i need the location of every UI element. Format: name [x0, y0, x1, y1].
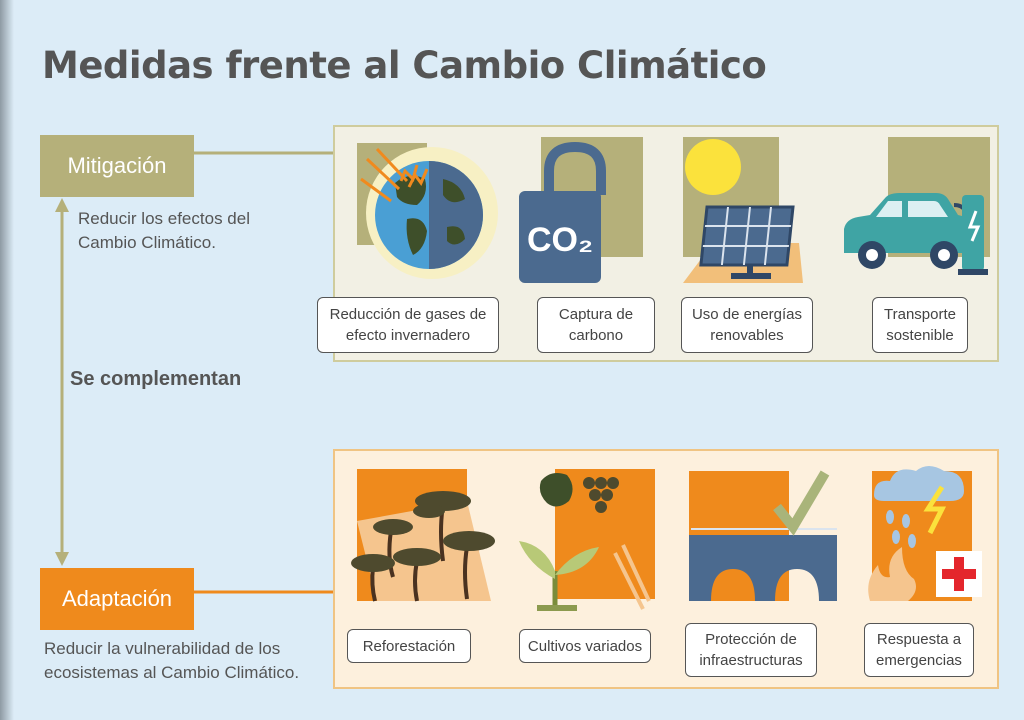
mitigation-box: Mitigación — [40, 135, 194, 197]
trees-icon — [351, 469, 495, 602]
co2-bag-icon: CO₂ — [519, 137, 643, 283]
mitigation-label: Mitigación — [67, 153, 167, 178]
adaptation-description: Reducir la vulnerabilidad de los ecosist… — [44, 639, 300, 682]
adaptation-item-infrastructure: Protección de infraestructuras — [677, 461, 837, 677]
label-carbon: Captura de carbono — [537, 297, 655, 353]
mitigation-item-renewables: Uso de energías renovables — [677, 135, 827, 353]
mitigation-description: Reducir los efectos del Cambio Climático… — [78, 209, 250, 252]
mitigation-item-carbon: CO₂ Captura de carbono — [515, 135, 665, 353]
left-edge-shadow — [0, 0, 14, 720]
solar-panel-icon — [683, 137, 803, 283]
label-transport: Transporte sostenible — [872, 297, 968, 353]
adaptation-label: Adaptación — [61, 586, 173, 611]
label-infrastructure: Protección de infraestructuras — [685, 623, 817, 677]
label-crops: Cultivos variados — [519, 629, 651, 663]
adaptation-box: Adaptación — [40, 568, 194, 630]
adaptation-item-emergency: Respuesta a emergencias — [850, 461, 1000, 677]
label-emergency: Respuesta a emergencias — [864, 623, 974, 677]
adaptation-item-reforestation: Reforestación — [347, 461, 507, 675]
complement-label: Se complementan — [70, 368, 242, 390]
label-reforestation: Reforestación — [347, 629, 471, 663]
globe-greenhouse-icon — [357, 143, 498, 279]
adaptation-panel: Reforestación Cultivos variados — [333, 449, 999, 689]
mitigation-item-transport: Transporte sostenible — [840, 135, 995, 353]
bridge-check-icon — [689, 470, 837, 601]
crops-icon — [519, 469, 655, 611]
label-renewables: Uso de energías renovables — [681, 297, 813, 353]
page-title: Medidas frente al Cambio Climático — [42, 44, 767, 87]
mitigation-panel: Reducción de gases de efecto invernadero… — [317, 125, 999, 362]
mitigation-item-greenhouse: Reducción de gases de efecto invernadero — [317, 135, 502, 353]
label-greenhouse: Reducción de gases de efecto invernadero — [317, 297, 499, 353]
co2-text: CO₂ — [527, 221, 593, 259]
storm-emergency-icon — [868, 466, 982, 601]
adaptation-item-crops: Cultivos variados — [511, 461, 661, 675]
electric-car-icon — [844, 137, 990, 275]
